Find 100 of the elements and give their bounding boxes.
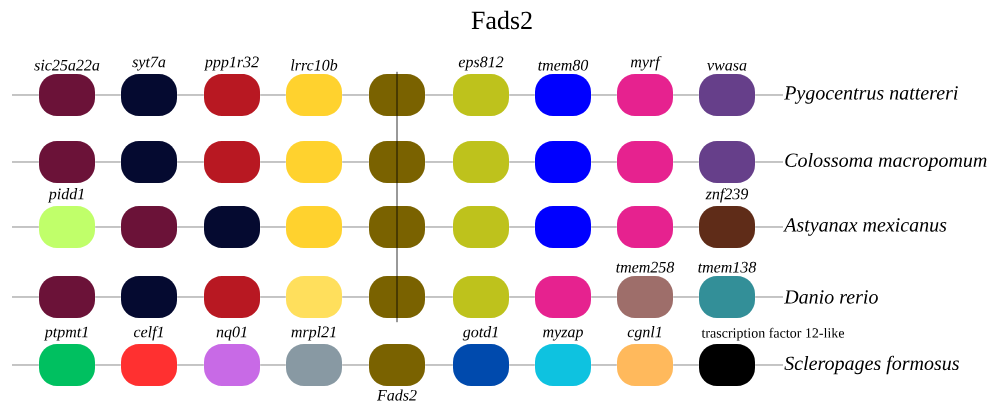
gene-block — [453, 56, 509, 116]
gene-block — [453, 326, 509, 386]
connector-line — [94, 364, 122, 366]
gene-block — [617, 55, 673, 116]
gene-block — [453, 276, 509, 318]
gene-label: gotd1 — [462, 326, 498, 341]
connector-line — [341, 161, 370, 163]
connector-line — [754, 226, 784, 228]
gene-block — [369, 206, 425, 248]
gene-label: nq01 — [216, 326, 247, 341]
connector-line — [508, 364, 536, 366]
connector-line — [590, 94, 618, 96]
gene-block — [535, 141, 591, 183]
connector-line — [259, 94, 287, 96]
gene-block — [535, 329, 591, 386]
species-label: Colossoma macropomum — [785, 152, 987, 172]
gene-block — [369, 344, 425, 401]
connector-line — [508, 94, 536, 96]
connector-line — [508, 226, 536, 228]
species-label: Astyanax mexicanus — [783, 218, 947, 236]
gene-block — [535, 206, 591, 248]
gene-label: vwasa — [707, 62, 747, 71]
species-label: Pygocentrus nattereri — [784, 86, 958, 104]
connector-line — [424, 226, 454, 228]
gene-block — [39, 326, 95, 386]
gene-block — [699, 187, 755, 248]
vertical-line — [396, 205, 398, 323]
gene-label: eps812 — [458, 56, 504, 71]
connector-line — [11, 296, 40, 298]
gene-block — [453, 206, 509, 248]
gene-block — [286, 206, 342, 248]
connector-line — [590, 364, 618, 366]
gene-block — [286, 59, 342, 116]
connector-line — [590, 161, 618, 163]
gene-label: mrpl21 — [291, 326, 336, 341]
gene-block — [453, 141, 509, 183]
connector-line — [11, 364, 40, 366]
gene-block — [286, 326, 342, 386]
gene-block — [204, 206, 260, 248]
gene-block — [121, 141, 177, 183]
gene-block — [204, 276, 260, 318]
connector-line — [259, 296, 287, 298]
connector-line — [672, 296, 700, 298]
gene-block — [286, 141, 342, 183]
gene-label: ppp1r32 — [203, 56, 259, 71]
species-label: Scleropages formosus — [784, 355, 959, 375]
gene-label: myzap — [543, 329, 583, 341]
connector-line — [176, 296, 205, 298]
gene-block — [121, 56, 177, 116]
connector-line — [11, 94, 40, 96]
connector-line — [259, 161, 287, 163]
gene-label: tmem80 — [538, 59, 589, 71]
connector-line — [176, 161, 205, 163]
connector-line — [176, 94, 205, 96]
connector-line — [341, 226, 370, 228]
connector-line — [754, 161, 784, 163]
connector-line — [508, 296, 536, 298]
connector-line — [11, 226, 40, 228]
connector-line — [590, 226, 618, 228]
vertical-line — [396, 140, 398, 207]
gene-label: znf239 — [705, 187, 749, 203]
connector-line — [94, 161, 122, 163]
connector-line — [672, 226, 700, 228]
connector-line — [341, 94, 370, 96]
gene-label: myrf — [630, 55, 662, 71]
connector-line — [672, 364, 700, 366]
connector-line — [672, 94, 700, 96]
gene-label: syt7a — [132, 56, 166, 71]
connector-line — [424, 364, 454, 366]
connector-line — [94, 296, 122, 298]
connector-line — [508, 161, 536, 163]
gene-label: cgnl1 — [627, 326, 662, 341]
connector-line — [94, 226, 122, 228]
gene-block — [39, 188, 95, 248]
gene-label: sic25a22a — [34, 59, 100, 71]
connector-line — [259, 364, 287, 366]
vertical-line — [396, 71, 398, 142]
connector-line — [424, 94, 454, 96]
connector-line — [11, 161, 40, 163]
gene-block — [699, 141, 755, 183]
connector-line — [176, 226, 205, 228]
gene-block — [369, 276, 425, 318]
gene-block — [286, 276, 342, 318]
gene-block — [369, 141, 425, 183]
gene-block — [617, 206, 673, 248]
connector-line — [259, 226, 287, 228]
gene-block — [204, 326, 260, 386]
gene-label: Fads2 — [376, 389, 417, 401]
connector-line — [341, 296, 370, 298]
connector-line — [94, 94, 122, 96]
connector-line — [590, 296, 618, 298]
gene-label: trascription factor 12-like — [701, 327, 845, 341]
gene-block — [698, 261, 757, 318]
connector-line — [424, 161, 454, 163]
connector-line — [424, 296, 454, 298]
gene-block — [699, 62, 755, 116]
gene-block — [204, 141, 260, 183]
connector-line — [754, 94, 784, 96]
gene-label: tmem258 — [616, 261, 675, 273]
gene-block — [121, 276, 177, 318]
